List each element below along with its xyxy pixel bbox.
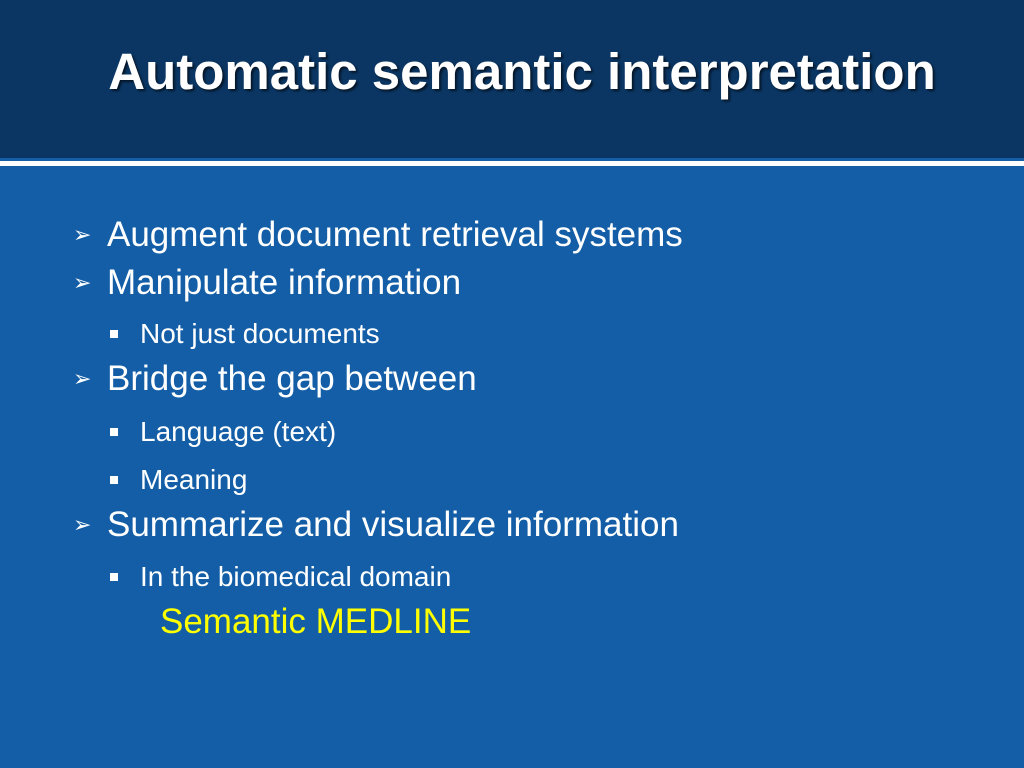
square-bullet-icon <box>110 330 118 338</box>
arrowhead-bullet-icon: ➢ <box>73 270 92 295</box>
title-divider <box>0 161 1024 166</box>
bullet-text: Summarize and visualize information <box>107 505 679 544</box>
sub-bullet-text: Not just documents <box>140 318 380 349</box>
title-bar: Automatic semantic interpretation <box>0 0 1024 158</box>
bullet-text: Augment document retrieval systems <box>107 215 683 254</box>
sub-bullet-text: In the biomedical domain <box>140 561 452 592</box>
slide-title: Automatic semantic interpretation <box>108 43 936 100</box>
sub-bullet-text: Meaning <box>140 464 248 495</box>
bullet-text: Manipulate information <box>107 263 462 302</box>
sub-bullet-text: Language (text) <box>140 416 337 447</box>
square-bullet-icon <box>110 573 118 581</box>
square-bullet-icon <box>110 476 118 484</box>
square-bullet-icon <box>110 428 118 436</box>
highlight-text: Semantic MEDLINE <box>160 602 472 641</box>
arrowhead-bullet-icon: ➢ <box>73 366 92 391</box>
arrowhead-bullet-icon: ➢ <box>73 222 92 247</box>
arrowhead-bullet-icon: ➢ <box>73 512 92 537</box>
bullet-text: Bridge the gap between <box>107 359 477 398</box>
